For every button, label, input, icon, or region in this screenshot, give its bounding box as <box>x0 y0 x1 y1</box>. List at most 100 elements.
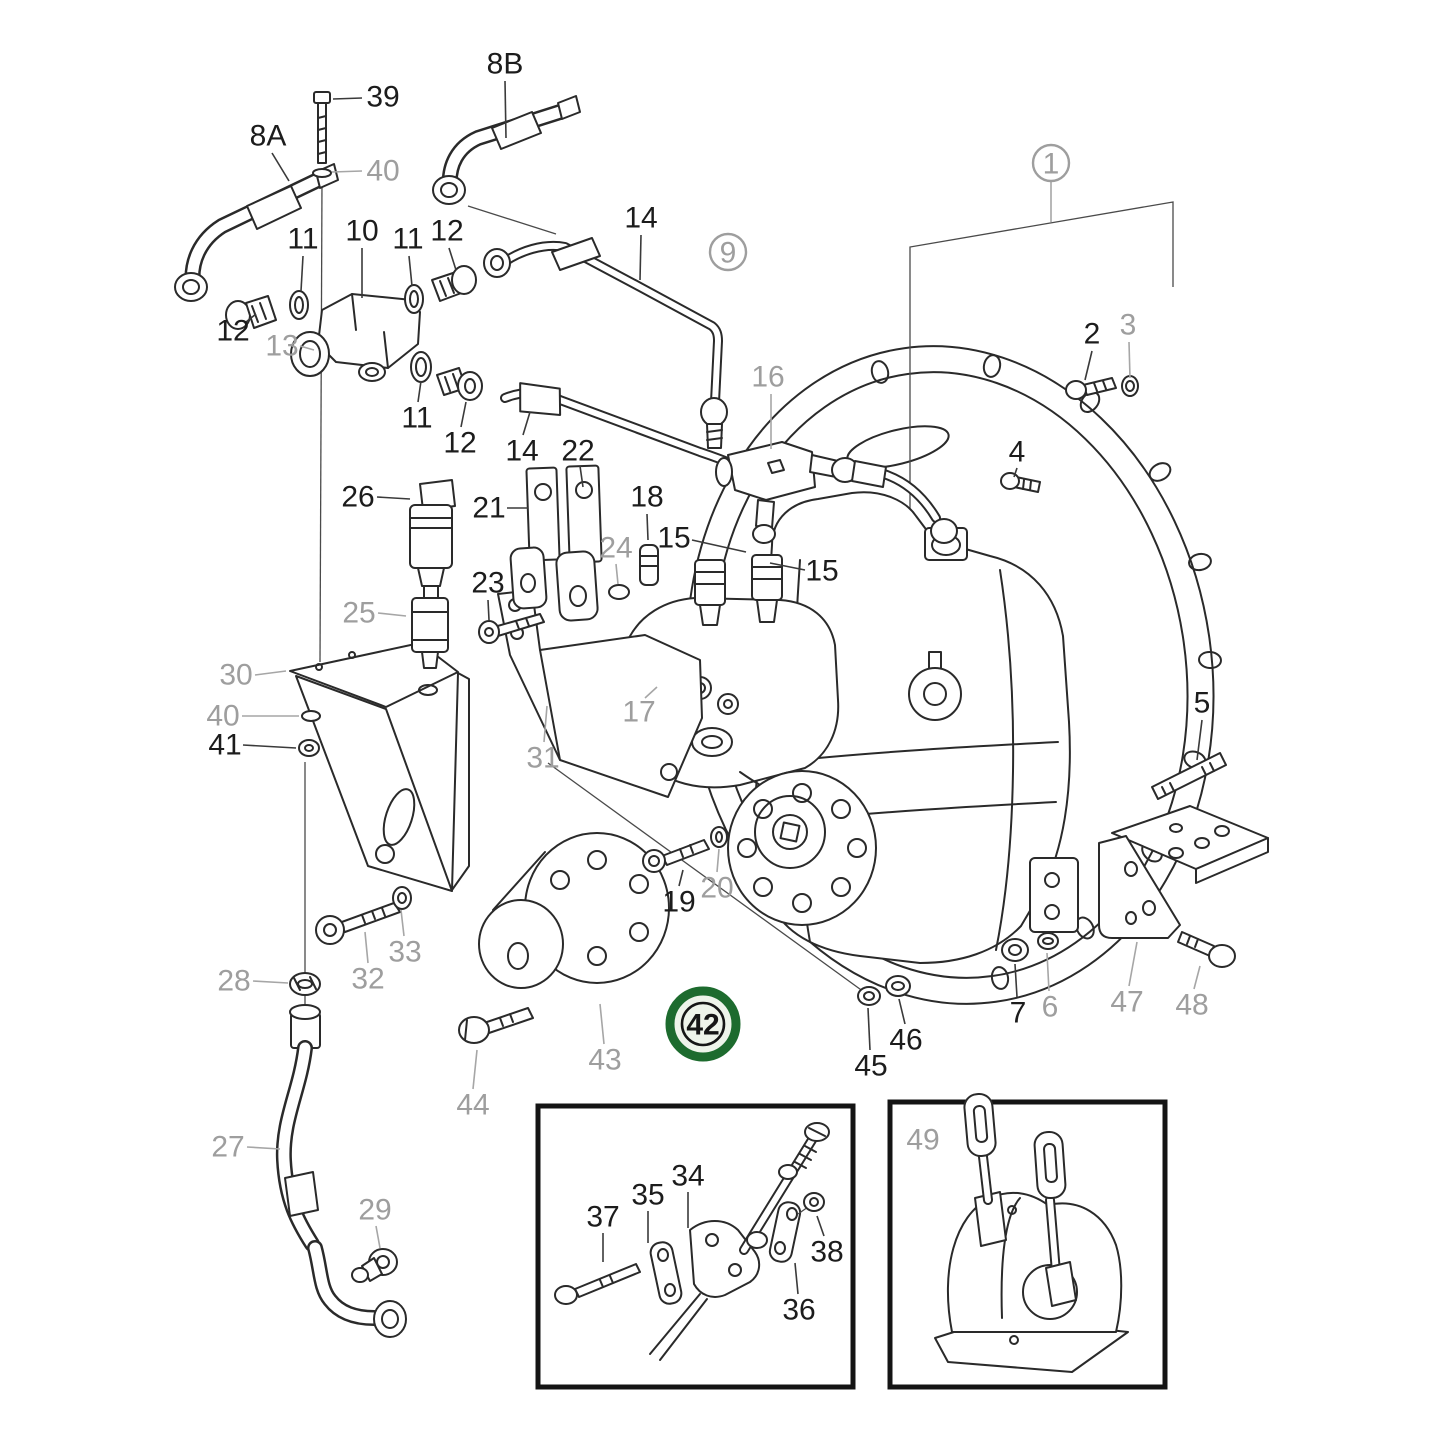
ref-badge-number: 9 <box>720 237 737 270</box>
part-number-label: 20 <box>700 872 733 905</box>
ref-badge-circle <box>708 232 748 272</box>
part-number-label: 46 <box>889 1024 922 1057</box>
washer-28 <box>289 972 321 996</box>
part-number-label: 38 <box>810 1236 843 1269</box>
sensor-26 <box>409 479 456 599</box>
part-number-label: 37 <box>586 1201 619 1234</box>
hose-27 <box>275 1004 407 1338</box>
washer-20 <box>710 826 728 848</box>
callout-8B-3: 8B <box>487 48 523 139</box>
callout-11-13: 11 <box>401 380 433 435</box>
washer-6 <box>1037 932 1059 950</box>
callout-21-20: 21 <box>472 492 528 525</box>
callout-16-17: 16 <box>751 361 785 449</box>
ref-badge-circle <box>1031 143 1071 183</box>
part-number-label: 40 <box>206 700 239 733</box>
callout-32-36: 32 <box>351 931 385 996</box>
part-number-label: 30 <box>219 659 252 692</box>
leader-line <box>242 744 297 749</box>
callout-35-49: 35 <box>631 1179 665 1243</box>
ref-1-bracket-line <box>909 201 1174 595</box>
part-number-label: 11 <box>287 223 318 256</box>
part-number-label: 34 <box>671 1160 704 1193</box>
bolt-2 <box>1065 377 1117 400</box>
washer-11-left <box>289 290 309 320</box>
leader-line <box>646 513 649 541</box>
leader-line <box>691 539 747 553</box>
callout-47-46: 47 <box>1110 941 1144 1019</box>
ref-badge-9[interactable]: 9 <box>708 232 748 272</box>
nut-24 <box>608 584 630 600</box>
part-number-label: 11 <box>401 402 432 435</box>
callout-44-40: 44 <box>456 1049 490 1122</box>
washer-33 <box>392 886 412 910</box>
callout-26-19: 26 <box>341 481 411 514</box>
part-number-label: 13 <box>265 330 298 363</box>
callout-23-25: 23 <box>471 567 505 621</box>
part-number-label: 15 <box>805 555 838 588</box>
callout-48-47: 48 <box>1175 965 1209 1022</box>
callout-19-33: 19 <box>662 869 696 919</box>
fitting-15b <box>751 554 783 623</box>
control-rod-inset <box>739 1122 830 1255</box>
callout-49-53: 49 <box>906 1124 939 1157</box>
coupling-43 <box>478 832 670 989</box>
callout-34-50: 34 <box>671 1160 705 1228</box>
part-number-label: 29 <box>358 1194 391 1227</box>
leader-line <box>400 909 405 937</box>
inset-shift-linkage <box>535 1103 856 1390</box>
bolt-48 <box>1177 931 1236 968</box>
control-lever-left <box>963 1092 1007 1247</box>
bolt-19 <box>642 826 728 873</box>
nut-41 <box>298 739 320 757</box>
callout-8A-1: 8A <box>250 120 290 182</box>
callout-36-52: 36 <box>782 1262 816 1327</box>
part-number-label: 49 <box>906 1124 939 1157</box>
ref-badge-1[interactable]: 1 <box>1031 143 1071 222</box>
part-number-label: 12 <box>430 215 463 248</box>
callout-22-16: 22 <box>561 435 595 488</box>
leader-line <box>1128 341 1131 379</box>
callout-28-37: 28 <box>217 965 289 998</box>
ref-badge-number: 1 <box>1043 148 1060 181</box>
leader-line <box>408 255 413 287</box>
hose-nut <box>174 272 208 302</box>
front-nut-13 <box>290 331 330 377</box>
leader-line <box>1196 719 1203 761</box>
leader-line <box>417 380 422 403</box>
pipe-nut <box>700 397 728 427</box>
hose-nut <box>373 1300 407 1338</box>
hose-sleeve <box>284 1171 319 1217</box>
stud-5 <box>1151 752 1227 800</box>
part-number-label: 45 <box>854 1050 887 1083</box>
bolt-32 <box>315 886 412 945</box>
bolt-44 <box>458 1007 534 1044</box>
part-number-label: 25 <box>342 597 375 630</box>
highlighted-part-badge[interactable]: 42 <box>665 986 741 1062</box>
link-35 <box>649 1241 683 1305</box>
leader-line <box>472 1049 478 1090</box>
callout-20-34: 20 <box>700 848 734 905</box>
callout-39-0: 39 <box>332 81 400 114</box>
callout-14-8: 14 <box>624 202 658 281</box>
callout-25-26: 25 <box>342 597 407 630</box>
leader-line <box>579 465 584 488</box>
part-number-label: 41 <box>208 729 241 762</box>
part-number-label: 14 <box>505 435 538 468</box>
leader-line <box>299 345 315 351</box>
fitting-29 <box>351 1248 398 1283</box>
bolt-37-head <box>554 1285 578 1305</box>
fitting-12-lower-hex <box>457 371 483 401</box>
part-number-label: 28 <box>217 965 250 998</box>
leader-line <box>487 599 490 621</box>
leader-line <box>271 152 290 182</box>
part-number-label: 32 <box>351 963 384 996</box>
output-flange <box>727 770 877 926</box>
bracket-30 <box>289 642 470 892</box>
part-number-label: 33 <box>388 936 421 969</box>
leader-line <box>376 496 411 500</box>
leader-line <box>331 170 363 173</box>
leader-line <box>1084 350 1093 381</box>
